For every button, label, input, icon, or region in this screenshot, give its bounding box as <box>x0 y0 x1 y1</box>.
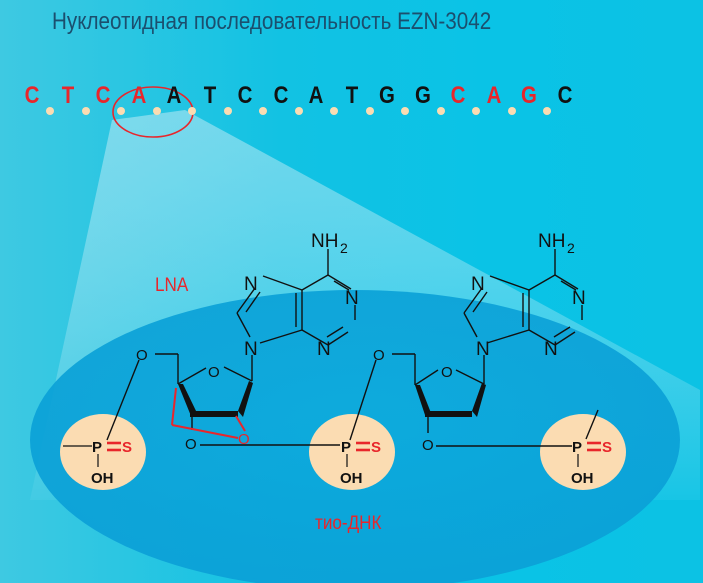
page-title: Нуклеотидная последовательность EZN-3042 <box>52 8 492 35</box>
svg-text:NH: NH <box>311 231 338 252</box>
svg-text:S: S <box>371 439 381 456</box>
sequence-linkage-dot <box>472 107 480 115</box>
svg-text:OH: OH <box>91 470 114 487</box>
svg-text:OH: OH <box>340 470 363 487</box>
sequence-base: C <box>237 82 253 109</box>
sequence-linkage-dot <box>223 107 232 115</box>
svg-text:O: O <box>185 436 197 453</box>
svg-text:NH: NH <box>538 231 565 252</box>
sequence-base: G <box>414 82 431 109</box>
sequence-base: T <box>203 82 216 109</box>
dna-nucleotide <box>349 249 599 447</box>
lna-bridge-oxygen: O <box>238 431 250 448</box>
lna-base-atoms: NH 2 N N N N <box>244 231 359 360</box>
sequence-linkage-dot <box>543 107 551 115</box>
thio-dna-label: тио-ДНК <box>315 513 382 534</box>
svg-text:N: N <box>471 274 485 295</box>
svg-text:P: P <box>92 439 102 456</box>
svg-text:N: N <box>476 339 490 360</box>
thio-double-bonds <box>107 441 601 452</box>
sequence-base: C <box>557 82 572 109</box>
sequence-base: C <box>450 82 466 109</box>
sequence-linkage-dot <box>507 107 516 115</box>
svg-text:O: O <box>373 347 385 364</box>
sequence-base: G <box>379 82 395 109</box>
svg-text:N: N <box>544 339 558 360</box>
svg-text:N: N <box>317 339 331 360</box>
svg-text:O: O <box>422 437 434 454</box>
phosphate-bonds <box>63 445 579 467</box>
sequence-linkage-dot <box>81 107 90 115</box>
sequence-linkage-dot <box>365 107 374 115</box>
sugar-atoms: O O O O O O <box>136 347 453 454</box>
sequence-base: A <box>131 82 146 109</box>
sequence-linkage-dot <box>117 107 125 115</box>
sequence-base: A <box>308 82 324 109</box>
sequence-linkage-dot <box>436 107 445 115</box>
svg-text:N: N <box>244 274 258 295</box>
sequence-base: G <box>521 82 537 109</box>
svg-text:2: 2 <box>567 240 575 256</box>
svg-text:O: O <box>136 347 148 364</box>
sequence-base: A <box>486 82 501 109</box>
svg-text:2: 2 <box>340 240 348 256</box>
svg-text:OH: OH <box>571 470 594 487</box>
svg-text:S: S <box>122 439 132 456</box>
svg-text:N: N <box>244 339 258 360</box>
sequence-linkage-dot <box>294 107 303 115</box>
phosphate-bubbles <box>60 414 626 490</box>
sequence-linkage-dot <box>152 107 161 115</box>
svg-text:N: N <box>345 288 359 309</box>
sequence-base: C <box>24 82 40 109</box>
lna-label: LNA <box>155 275 189 296</box>
phosphate-atoms: P S OH P S OH P S OH <box>91 439 612 487</box>
svg-text:O: O <box>208 364 220 381</box>
sequence-base: C <box>95 82 111 109</box>
lna-bridge <box>171 387 246 439</box>
sequence-linkage-dot <box>259 107 267 115</box>
sequence-base: A <box>166 82 182 109</box>
svg-text:N: N <box>572 288 586 309</box>
svg-text:S: S <box>602 439 612 456</box>
lna-sugar-bold-edge <box>178 381 253 417</box>
sequence-base: T <box>61 82 74 109</box>
svg-text:P: P <box>572 439 582 456</box>
sequence-base: C <box>273 82 288 109</box>
dna-base-atoms: NH 2 N N N N <box>471 231 586 360</box>
dna-sugar-bold-edge <box>415 383 486 417</box>
sequence-linkage-dot <box>46 107 54 115</box>
sequence-linkage-dot <box>188 107 196 115</box>
svg-text:O: O <box>441 364 453 381</box>
sequence-linkage-dot <box>401 107 409 115</box>
lna-nucleotide <box>106 249 356 446</box>
sequence-base: T <box>345 82 358 109</box>
svg-text:P: P <box>341 439 351 456</box>
sequence-linkage-dot <box>330 107 338 115</box>
